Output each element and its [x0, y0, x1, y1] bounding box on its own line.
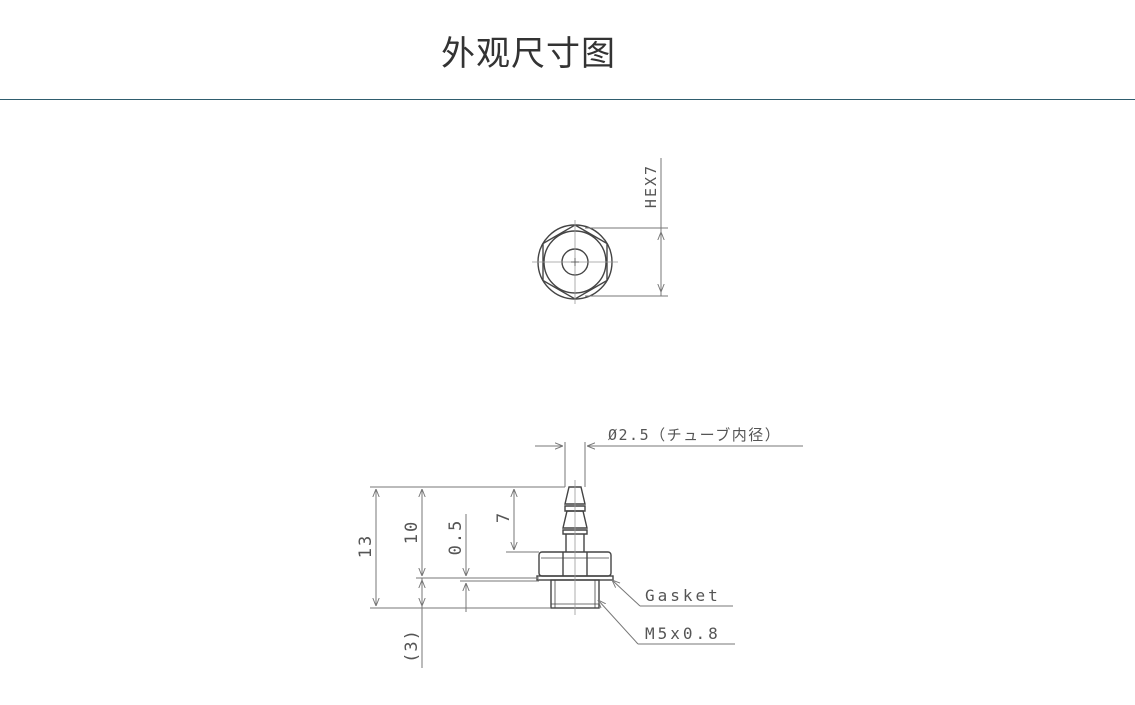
extension-lines: [370, 486, 565, 609]
header-bar: 外观尺寸图: [0, 0, 1135, 100]
hex-dimension: [585, 158, 668, 297]
hex-label: HEX7: [642, 164, 660, 208]
barb-ring-2: [562, 529, 588, 535]
barb-tip: [564, 486, 586, 505]
gasket-thickness-label: 0.5: [446, 519, 466, 556]
barb-ring-1: [564, 505, 586, 512]
barb-cone-2: [562, 510, 588, 529]
tube-id-label: Ø2.5（チューブ内径）: [608, 426, 781, 444]
overall-length-label: 13: [356, 534, 376, 558]
thread-leader: [598, 600, 735, 645]
thread-length-label: (3): [402, 629, 422, 663]
thread-label: M5x0.8: [645, 624, 721, 643]
tube-id-dimension: [535, 442, 803, 487]
gasket-leader: [612, 580, 733, 607]
end-view-centerlines: [532, 220, 618, 304]
body-length-label: 10: [402, 520, 422, 544]
barb-length-label: 7: [494, 513, 514, 523]
barb-stem: [565, 534, 585, 552]
page-title: 外观尺寸图: [441, 34, 616, 74]
gasket-label: Gasket: [645, 586, 721, 605]
